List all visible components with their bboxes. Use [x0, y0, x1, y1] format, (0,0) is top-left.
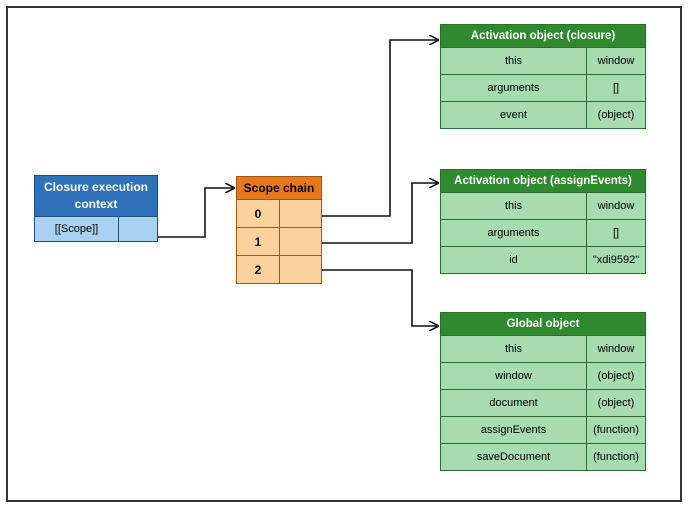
object-value: window [597, 55, 635, 67]
scope-label: [[Scope]] [35, 217, 119, 241]
scope-chain-title: Scope chain [237, 177, 321, 200]
object-value: [] [612, 82, 620, 94]
object-value: (object) [597, 397, 635, 409]
object-row: event (object) [441, 102, 645, 128]
object-row: this window [441, 336, 645, 363]
object-row: saveDocument (function) [441, 444, 645, 470]
object-value: window [597, 200, 635, 212]
object-value: (function) [593, 424, 639, 436]
object-value: (function) [593, 451, 639, 463]
scope-chain-row-1: 1 [237, 228, 321, 256]
scope-chain-pointer-cell [280, 228, 321, 255]
object-value: (object) [597, 109, 635, 121]
object-key: this [441, 193, 587, 219]
arrow-2-to-global [300, 269, 438, 326]
scope-pointer-cell [119, 217, 157, 241]
object-key: id [441, 247, 587, 273]
closure-scope-row: [[Scope]] [35, 217, 157, 241]
object-value: "xdi9592" [592, 254, 640, 266]
object-row: this window [441, 193, 645, 220]
scope-chain-index: 1 [237, 228, 280, 255]
object-value: window [597, 343, 635, 355]
object-value: [] [612, 227, 620, 239]
activation-object-closure: Activation object (closure) this window … [440, 24, 646, 129]
scope-chain-pointer-cell [280, 200, 321, 227]
arrow-1-to-assign-activation [300, 183, 438, 244]
object-title: Activation object (assignEvents) [441, 170, 645, 193]
object-key: saveDocument [441, 444, 587, 470]
scope-chain-pointer-cell [280, 256, 321, 283]
object-key: arguments [441, 75, 587, 101]
object-title: Activation object (closure) [441, 25, 645, 48]
object-row: id "xdi9592" [441, 247, 645, 273]
scope-chain-index: 2 [237, 256, 280, 283]
diagram-frame [6, 6, 682, 502]
object-row: document (object) [441, 390, 645, 417]
object-key: this [441, 336, 587, 362]
object-row: window (object) [441, 363, 645, 390]
activation-object-assign-events: Activation object (assignEvents) this wi… [440, 169, 646, 274]
arrow-scope-to-chain [140, 188, 234, 238]
object-title: Global object [441, 313, 645, 336]
object-value: (object) [597, 370, 635, 382]
object-key: window [441, 363, 587, 389]
arrow-0-to-closure-activation [300, 40, 438, 217]
scope-chain-row-0: 0 [237, 200, 321, 228]
object-row: arguments [] [441, 220, 645, 247]
object-row: this window [441, 48, 645, 75]
scope-chain-row-2: 2 [237, 256, 321, 283]
object-key: assignEvents [441, 417, 587, 443]
closure-execution-context: Closure execution context [[Scope]] [34, 175, 158, 242]
object-key: arguments [441, 220, 587, 246]
object-key: this [441, 48, 587, 74]
object-key: event [441, 102, 587, 128]
global-object: Global object this window window (object… [440, 312, 646, 471]
object-row: assignEvents (function) [441, 417, 645, 444]
scope-chain-index: 0 [237, 200, 280, 227]
object-key: document [441, 390, 587, 416]
closure-context-title: Closure execution context [35, 176, 157, 217]
object-row: arguments [] [441, 75, 645, 102]
scope-chain: Scope chain 0 1 2 [236, 176, 322, 284]
